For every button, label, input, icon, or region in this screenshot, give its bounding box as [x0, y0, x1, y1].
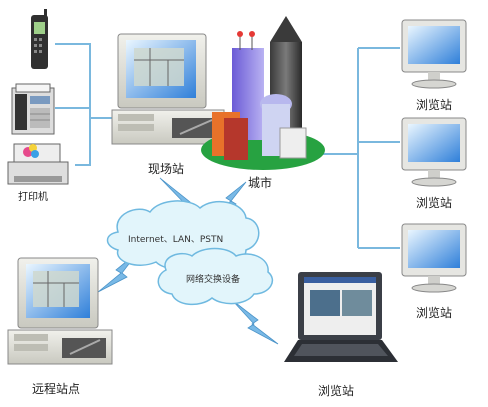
remote-station-pc-icon — [7, 257, 113, 365]
browser-1-label: 浏览站 — [416, 98, 453, 112]
link-phone — [55, 43, 91, 166]
printer-icon — [7, 143, 69, 185]
field-station-pc-icon — [111, 33, 225, 145]
city-buildings-icon — [201, 16, 325, 170]
monitor-browser-3-icon — [401, 223, 467, 293]
remote-station-label: 远程站点 — [32, 382, 81, 396]
monitor-browser-1-icon — [401, 19, 467, 89]
laptop-browser-label: 浏览站 — [318, 384, 355, 398]
browser-2-label: 浏览站 — [416, 196, 453, 210]
connection-lines — [55, 43, 400, 249]
field-station-label: 现场站 — [148, 162, 185, 176]
bolt-laptop — [231, 299, 279, 345]
monitor-browser-2-icon — [401, 117, 467, 187]
mobile-phone-icon — [31, 9, 48, 69]
printer-label: 打印机 — [18, 192, 48, 203]
fax-machine-icon — [11, 83, 55, 135]
city-label: 城市 — [248, 176, 273, 190]
laptop-browser-icon — [284, 272, 398, 362]
internet-cloud-label: Internet、LAN、PSTN — [128, 235, 224, 245]
switch-cloud — [157, 247, 274, 306]
browser-3-label: 浏览站 — [416, 306, 453, 320]
switch-cloud-label: 网络交换设备 — [186, 275, 241, 285]
